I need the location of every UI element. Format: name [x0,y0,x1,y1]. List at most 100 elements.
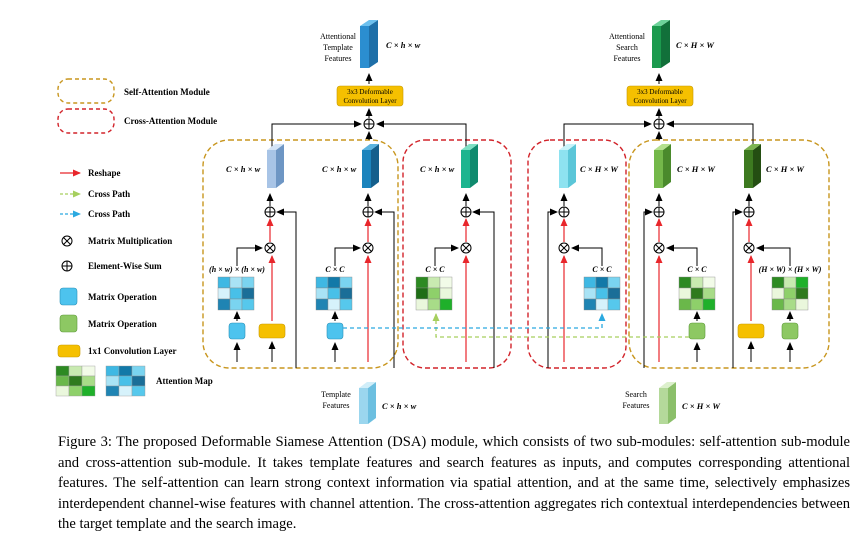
template-output-label-1: Attentional [320,32,357,41]
legend-element-wise-sum-icon [61,260,73,272]
cross-path-blue [343,313,606,329]
search-self-attention-module [628,139,830,369]
template-deform-label-2: Convolution Layer [343,97,397,105]
dsa-diagram: Self-Attention Module Cross-Attention Mo… [55,20,830,424]
search-cross-attention-module [527,139,627,369]
template-branch1-dim: C × h × w [226,164,261,174]
legend-cross-attention-swatch [57,108,115,134]
search-top-sum-icon [653,118,665,130]
legend-attention-map-green [55,365,96,397]
search-cross-mult-icon [558,242,570,254]
search-branch2-sum-icon [743,206,755,218]
search-cross-map-dim: C × C [592,265,612,274]
template-cross-dim: C × h × w [420,164,455,174]
template-branch2-map-dim: C × C [325,265,345,274]
search-merge-lines [563,120,754,147]
template-cross-feature-block [461,144,478,188]
template-merge-lines [271,120,467,147]
template-cross-branch: C × h × w C × C [415,144,495,368]
search-branch2-feature-block [744,144,761,188]
template-cross-sum-icon [460,206,472,218]
search-input-feature-block [659,382,676,424]
template-top-sum-icon [363,118,375,130]
template-branch2-matrix-op [326,322,344,340]
search-output-label-1: Attentional [609,32,646,41]
template-output-label-2: Template [323,43,353,52]
search-input-label-2: Features [622,401,649,410]
template-cross-attention-map [415,276,453,311]
search-branch2-conv-1x1 [737,323,765,339]
template-branch2-mult-icon [362,242,374,254]
search-branch2-dim: C × H × W [766,164,805,174]
search-branch2-mult-icon [743,242,755,254]
template-input-label-1: Template [321,390,351,399]
template-branch1-mult-icon [264,242,276,254]
template-branch1-feature-block [267,144,284,188]
legend-reshape-label: Reshape [88,168,121,178]
template-branch1-conv-1x1 [258,323,286,339]
legend-conv-1x1-label: 1x1 Convolution Layer [88,346,177,356]
search-output-label-2: Search [616,43,638,52]
search-branch-spatial: C × H × W (H × W) × (H × W) [732,144,822,368]
search-cross-dim: C × H × W [580,164,619,174]
search-branch1-map-dim: C × C [687,265,707,274]
template-branch-channel: C × h × w C × C [315,144,395,368]
legend-conv-1x1-swatch [57,344,81,358]
legend-cross-path-blue-label: Cross Path [88,209,130,219]
template-branch2-feature-block [362,144,379,188]
legend-element-wise-sum-label: Element-Wise Sum [88,261,162,271]
template-branch2-dim: C × h × w [322,164,357,174]
search-branch-channel: C × H × W C × C [643,144,716,368]
search-input-label-1: Search [625,390,647,399]
search-deformable-conv-layer [626,85,694,107]
template-output-label-3: Features [324,54,351,63]
legend-matrix-multiplication-icon [61,235,73,247]
template-deformable-conv-layer [336,85,404,107]
search-output-label-3: Features [613,54,640,63]
legend-self-attention-swatch [57,78,115,104]
template-input: Template Features C × h × w [321,382,417,424]
search-branch2-map-dim: (H × W) × (H × W) [759,265,822,274]
legend-matrix-multiplication-label: Matrix Multiplication [88,236,172,246]
search-branch1-matrix-op [688,322,706,340]
legend: Self-Attention Module Cross-Attention Mo… [55,78,217,397]
legend-attention-map-label: Attention Map [156,376,213,386]
template-branch1-attention-map [217,276,255,311]
template-input-label-2: Features [322,401,349,410]
legend-matrix-op-blue-label: Matrix Operation [88,292,157,302]
search-branch2-matrix-op [781,322,799,340]
search-output-dim: C × H × W [676,40,715,50]
template-cross-attention-module [402,139,512,369]
search-deform-label-2: Convolution Layer [633,97,687,105]
template-cross-mult-icon [460,242,472,254]
search-output-feature-block [652,20,670,68]
legend-cross-attention-label: Cross-Attention Module [124,116,217,126]
figure-caption: Figure 3: The proposed Deformable Siames… [58,434,850,533]
search-cross-attention-map [583,276,621,311]
search-branch1-mult-icon [653,242,665,254]
search-branch1-dim: C × H × W [677,164,716,174]
template-cross-map-dim: C × C [425,265,445,274]
search-output: Attentional Search Features C × H × W 3x… [609,20,715,130]
template-output: Attentional Template Features C × h × w … [320,20,421,130]
legend-matrix-op-green-swatch [59,314,78,333]
template-branch2-sum-icon [362,206,374,218]
template-input-feature-block [359,382,376,424]
search-input-dim: C × H × W [682,401,721,411]
legend-cross-path-green-label: Cross Path [88,189,130,199]
template-branch1-sum-icon [264,206,276,218]
legend-matrix-op-blue-swatch [59,287,78,306]
legend-attention-map-blue [105,365,146,397]
template-branch2-attention-map [315,276,353,311]
search-branch1-feature-block [654,144,671,188]
template-branch-spatial: C × h × w (h × w) × (h × w) [209,144,297,368]
cross-path-green [432,313,689,338]
search-cross-feature-block [559,144,576,188]
legend-self-attention-label: Self-Attention Module [124,87,210,97]
search-input: Search Features C × H × W [622,382,721,424]
template-branch1-map-dim: (h × w) × (h × w) [209,265,265,274]
search-cross-branch: C × H × W C × C [547,144,621,368]
template-input-dim: C × h × w [382,401,417,411]
search-branch1-attention-map [678,276,716,311]
search-deform-label-1: 3x3 Deformable [637,88,683,96]
